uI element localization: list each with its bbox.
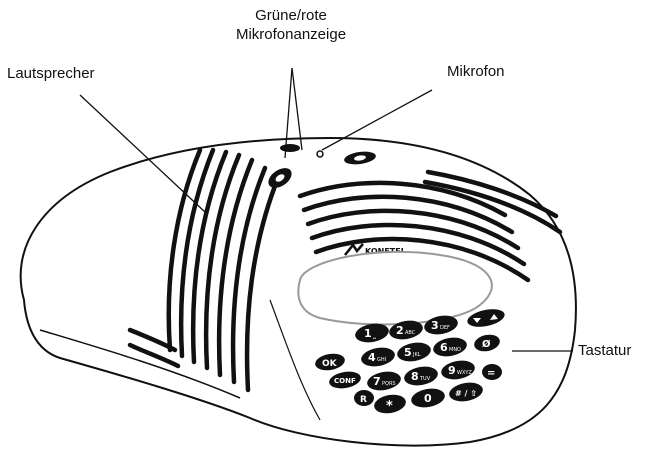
- mic-indicator-label-line2: Mikrofonanzeige: [216, 25, 366, 44]
- mic-indicator-label: Grüne/rote Mikrofonanzeige: [216, 6, 366, 44]
- key-3-sub: DEF: [440, 325, 450, 331]
- key-6-sub: MNO: [449, 347, 461, 353]
- display-window: [298, 252, 492, 325]
- key-3-number: 3: [431, 319, 439, 332]
- key-1-sub: ⎵: [373, 331, 376, 339]
- r-key-label: R: [360, 395, 367, 405]
- key-5-number: 5: [404, 346, 412, 359]
- r-key[interactable]: R: [354, 390, 374, 406]
- keypad-label: Tastatur: [578, 341, 631, 360]
- key-9-number: 9: [448, 364, 456, 377]
- microphone-hole: [317, 151, 323, 157]
- key-5-sub: JKL: [412, 352, 421, 358]
- key-7-sub: PQRS: [382, 381, 396, 387]
- key-6-number: 6: [440, 341, 448, 354]
- key-hash-label: # / ⇧: [455, 389, 477, 398]
- key-star-label: *: [386, 399, 393, 414]
- key-4-sub: GHI: [377, 357, 386, 363]
- conf-key-label: CONF: [334, 377, 356, 385]
- equal-key-label: =: [487, 368, 495, 379]
- key-9-sub: WXYZ: [457, 370, 472, 376]
- key-0-number: 0: [424, 392, 432, 405]
- ok-key-label: OK: [322, 359, 338, 369]
- key-2-sub: ABC: [405, 330, 416, 336]
- key-8-number: 8: [411, 370, 419, 383]
- key-7-number: 7: [373, 375, 381, 388]
- microphone-label: Mikrofon: [447, 62, 505, 81]
- equal-key[interactable]: =: [482, 364, 502, 380]
- key-2-number: 2: [396, 324, 404, 337]
- speaker-label: Lautsprecher: [7, 64, 95, 83]
- key-4-number: 4: [368, 351, 376, 364]
- key-8-sub: TUV: [419, 376, 431, 382]
- mute-key-label: Ø: [482, 338, 491, 350]
- key-1-number: 1: [364, 327, 372, 340]
- mic-indicator-label-line1: Grüne/rote: [216, 6, 366, 25]
